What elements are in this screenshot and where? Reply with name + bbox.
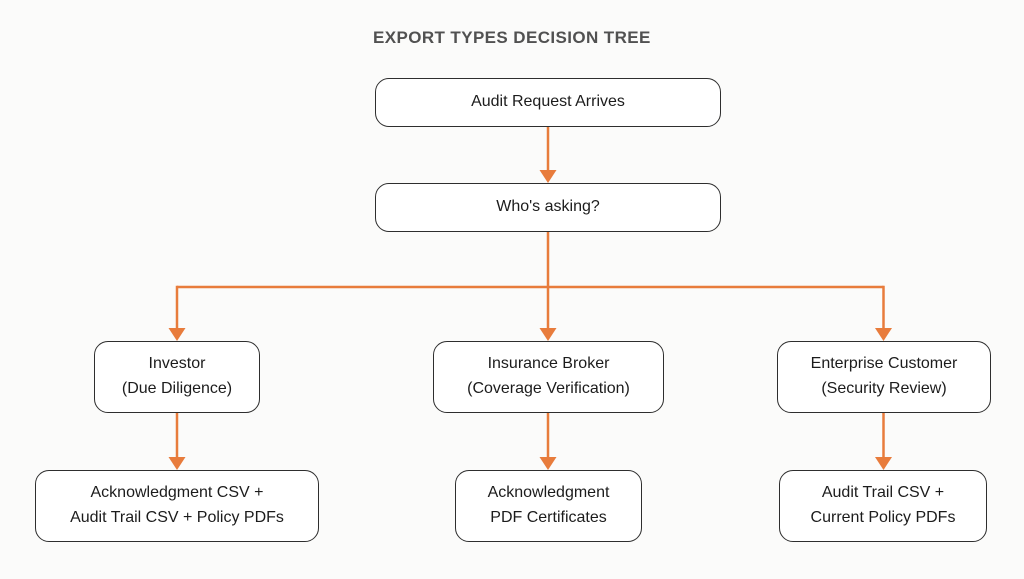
node-label-line2: PDF Certificates [490, 509, 607, 526]
node-label-line2: (Security Review) [821, 380, 947, 397]
node-label-line2: Audit Trail CSV + Policy PDFs [70, 509, 284, 526]
node-whos-asking: Who's asking? [375, 183, 721, 232]
node-outcome-broker-exports: Acknowledgment PDF Certificates [455, 470, 642, 542]
arrow-investor-to-outcome [168, 413, 186, 470]
node-label-line1: Enterprise Customer [810, 355, 958, 373]
node-enterprise-customer: Enterprise Customer (Security Review) [777, 341, 991, 413]
node-label-line1: Insurance Broker [487, 355, 610, 373]
arrow-question-to-branches [177, 232, 884, 341]
arrow-split-to-enterprise [875, 285, 892, 341]
node-label-line1: Acknowledgment CSV + [90, 484, 264, 502]
diagram-title: EXPORT TYPES DECISION TREE [373, 28, 651, 47]
arrow-split-to-investor [168, 285, 186, 341]
node-audit-request-arrives: Audit Request Arrives [375, 78, 721, 127]
node-insurance-broker: Insurance Broker (Coverage Verification) [433, 341, 664, 413]
node-label: Audit Request Arrives [471, 93, 625, 111]
node-label-line1: Investor [148, 355, 206, 373]
node-label-line2: (Due Diligence) [121, 380, 233, 397]
arrow-root-to-question [539, 127, 557, 183]
node-label-line1: Audit Trail CSV + [821, 484, 945, 502]
node-label-line2: Current Policy PDFs [810, 509, 956, 526]
node-investor-due-diligence: Investor (Due Diligence) [94, 341, 260, 413]
node-outcome-investor-exports: Acknowledgment CSV + Audit Trail CSV + P… [35, 470, 319, 542]
node-label-line1: Acknowledgment [487, 484, 610, 502]
arrow-broker-to-outcome [539, 413, 557, 470]
node-outcome-enterprise-exports: Audit Trail CSV + Current Policy PDFs [779, 470, 987, 542]
arrow-enterprise-to-outcome [875, 413, 892, 470]
node-label-line2: (Coverage Verification) [467, 380, 630, 397]
node-label: Who's asking? [496, 198, 600, 216]
